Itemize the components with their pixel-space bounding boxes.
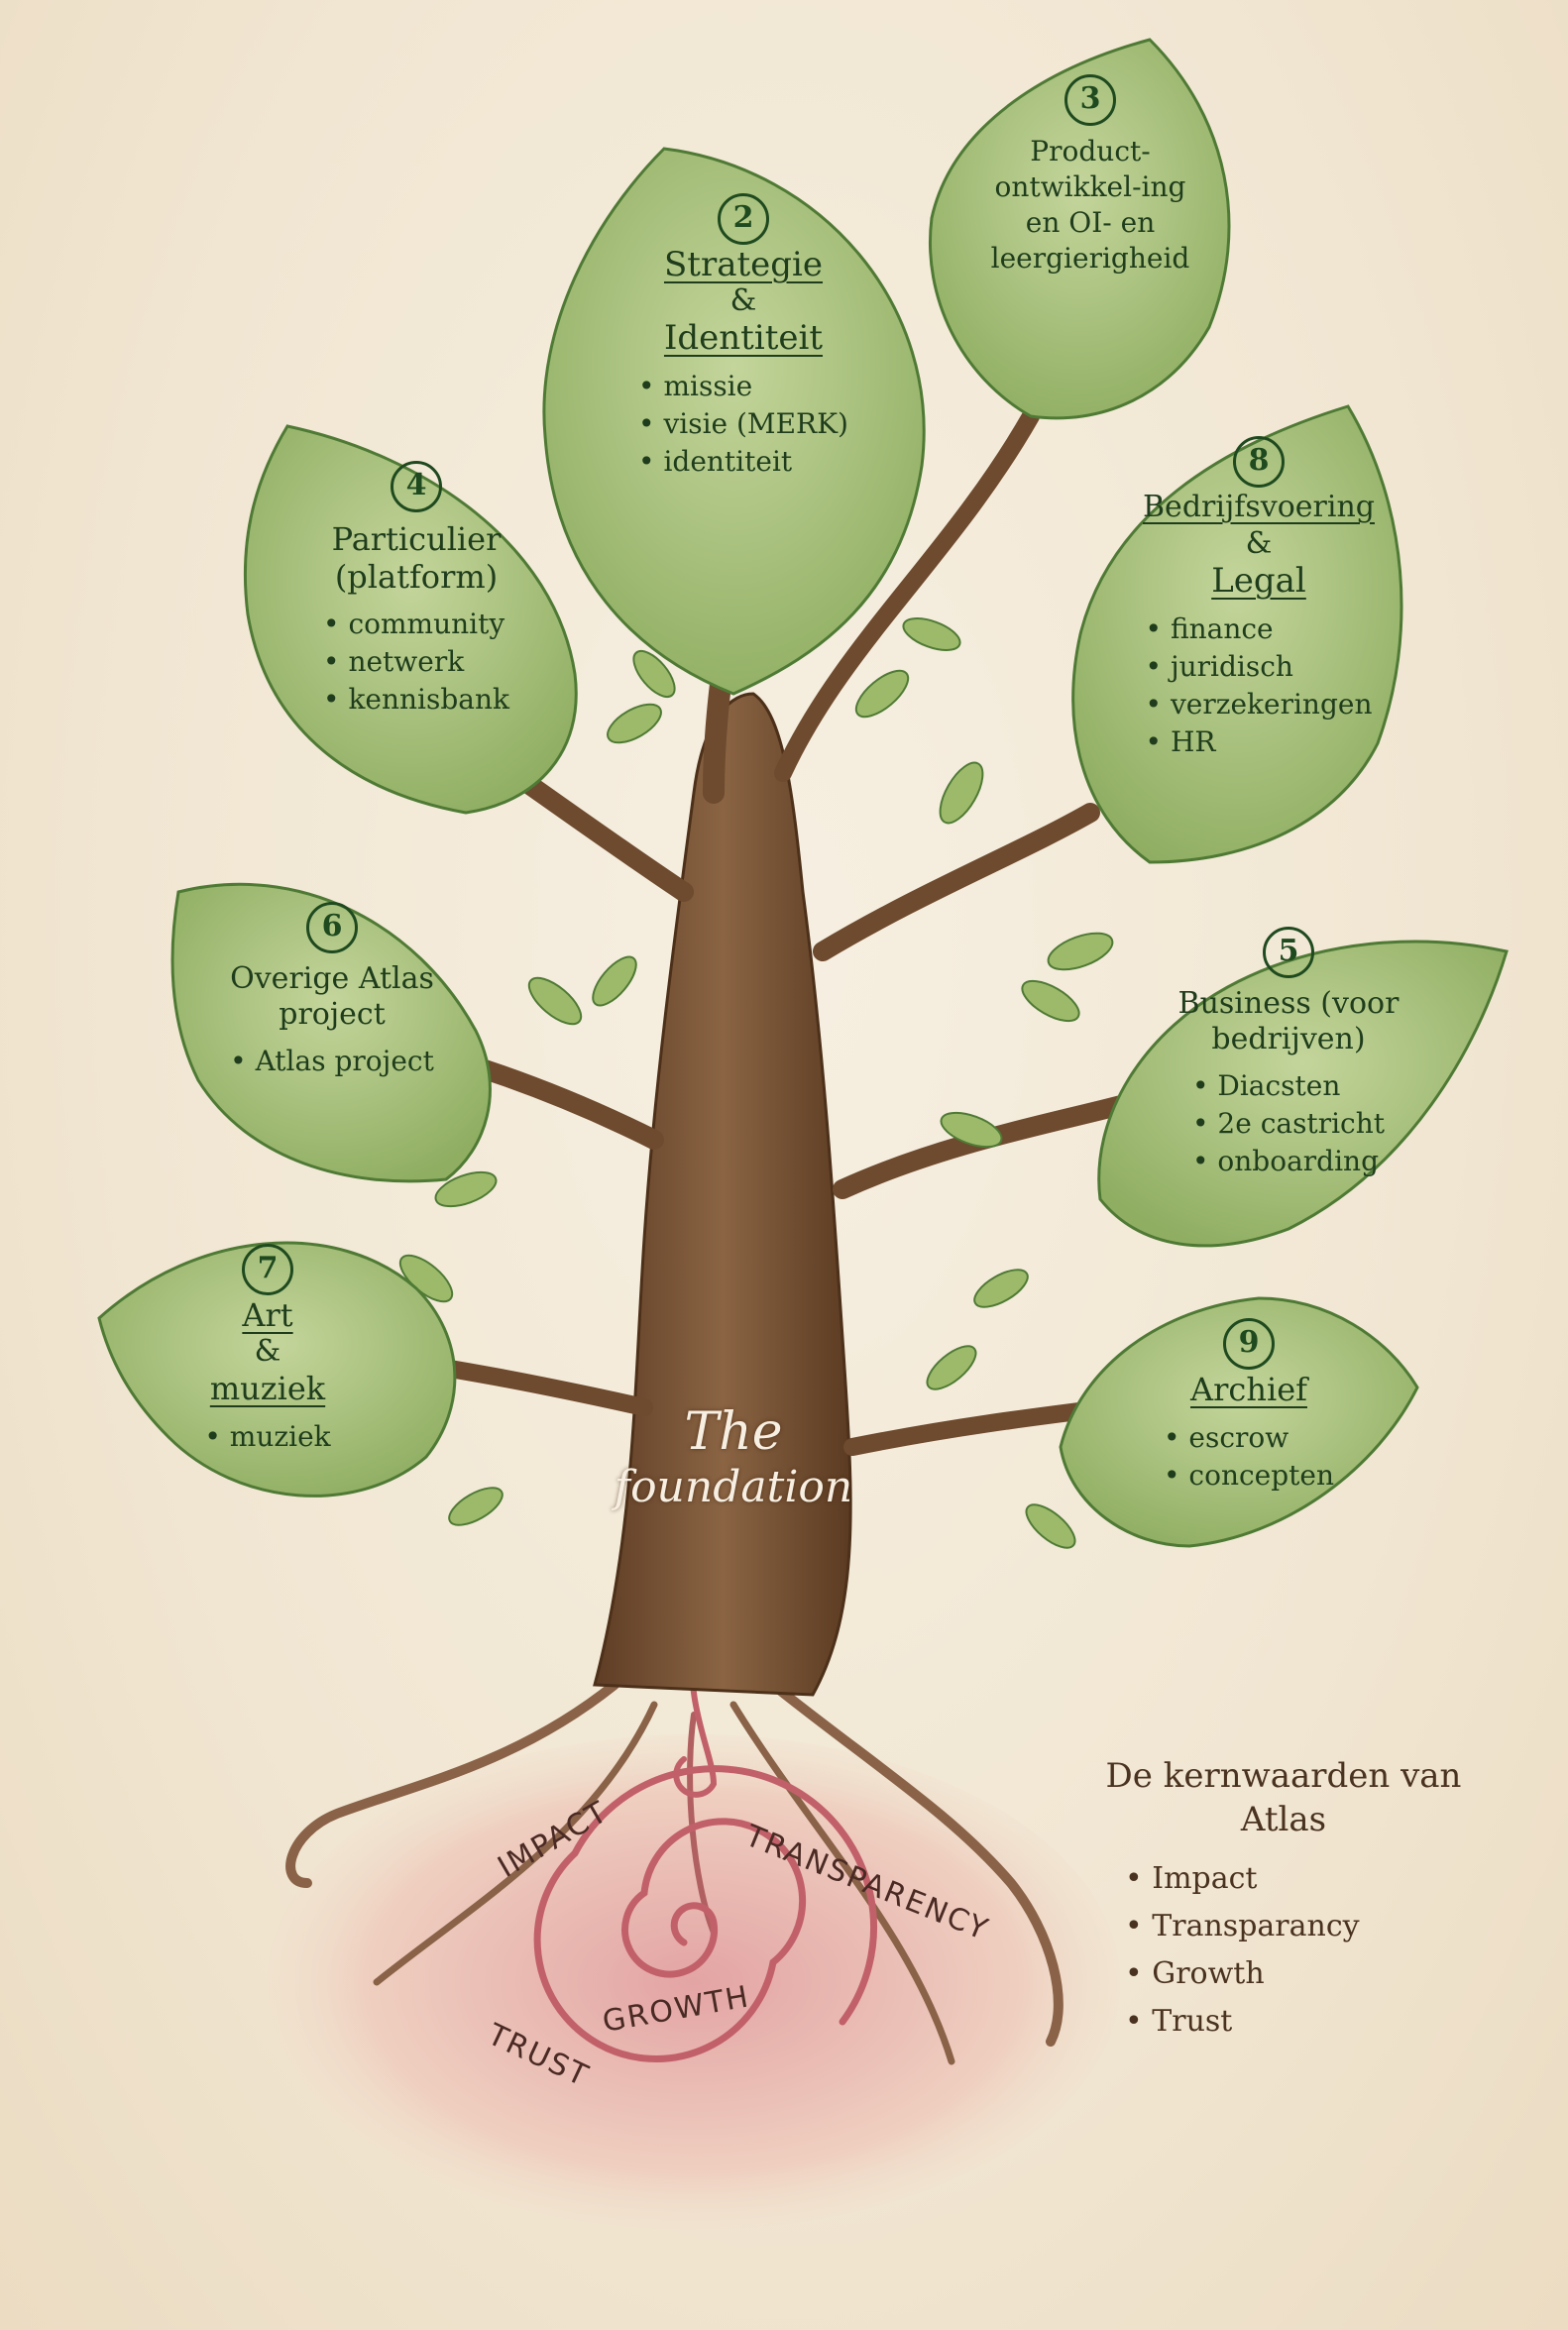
leaf-5-items: Diacsten 2e castricht onboarding xyxy=(1192,1067,1385,1180)
leaf-4-title: Particulier (platform) xyxy=(331,520,502,596)
small-leaves xyxy=(398,617,1114,1549)
trunk xyxy=(593,692,852,1697)
roots xyxy=(285,1680,1064,2065)
leaf-2-title2: Identiteit xyxy=(663,318,824,358)
leaf-3-number: 3 xyxy=(1064,74,1116,126)
leaf-5: 5 Business (voor bedrijven) Diacsten 2e … xyxy=(1140,927,1437,1180)
trunk-label-line2: foundation xyxy=(614,1462,853,1512)
leaf-2-item: identiteit xyxy=(638,443,848,481)
leaf-3-title: Product-ontwikkel-ing en OI- en leergier… xyxy=(990,135,1190,275)
root-spiral xyxy=(533,1632,878,2062)
leaf-9-number: 9 xyxy=(1223,1318,1275,1370)
leaf-5-title: Business (voor bedrijven) xyxy=(1177,986,1400,1056)
leaf-9-item: escrow xyxy=(1164,1419,1334,1457)
leaf-8-item: finance xyxy=(1146,610,1373,648)
core-value-item: Impact xyxy=(1125,1855,1472,1903)
leaf-2-number: 2 xyxy=(718,193,769,245)
leaf-2-item: visie (MERK) xyxy=(638,405,848,443)
leaf-8: 8 Bedrijfsvoering & Legal finance juridi… xyxy=(1120,436,1398,761)
leaf-8-items: finance juridisch verzekeringen HR xyxy=(1146,610,1373,761)
leaf-shape-3 xyxy=(929,38,1231,420)
leaf-4-item: netwerk xyxy=(323,643,509,681)
leaf-8-amp: & xyxy=(1245,526,1273,561)
leaf-9-title: Archief xyxy=(1190,1371,1307,1408)
leaf-2-title: Strategie xyxy=(663,245,824,284)
core-values-list: Impact Transparancy Growth Trust xyxy=(1125,1855,1472,2046)
leaf-5-item: onboarding xyxy=(1192,1143,1385,1180)
leaf-shape-7 xyxy=(97,1241,457,1498)
leaf-8-item: HR xyxy=(1146,723,1373,761)
leaf-7-amp: & xyxy=(254,1334,281,1369)
core-values: De kernwaarden van Atlas Impact Transpar… xyxy=(1095,1754,1472,2046)
leaf-shape-6 xyxy=(170,882,492,1183)
core-value-item: Growth xyxy=(1125,1950,1472,1998)
leaf-6: 6 Overige Atlas project Atlas project xyxy=(208,902,456,1080)
leaf-7: 7 Art & muziek muziek xyxy=(168,1244,367,1456)
core-values-heading: De kernwaarden van Atlas xyxy=(1105,1756,1462,1839)
leaf-2-items: missie visie (MERK) identiteit xyxy=(638,368,848,481)
leaf-2-amp: & xyxy=(729,283,757,318)
leaf-8-item: verzekeringen xyxy=(1146,686,1373,723)
root-glow xyxy=(268,1734,1120,2230)
trunk-label: The foundation xyxy=(595,1402,872,1513)
leaf-6-item: Atlas project xyxy=(230,1043,434,1080)
leaf-6-number: 6 xyxy=(306,902,358,953)
core-value-item: Trust xyxy=(1125,1998,1472,2046)
leaf-4-items: community netwerk kennisbank xyxy=(323,606,509,719)
leaf-4-item: kennisbank xyxy=(323,681,509,719)
leaf-7-number: 7 xyxy=(242,1244,293,1295)
leaf-9-items: escrow concepten xyxy=(1164,1419,1334,1495)
leaf-7-items: muziek xyxy=(204,1418,331,1456)
leaf-2-item: missie xyxy=(638,368,848,405)
trunk-label-line1: The xyxy=(684,1402,783,1462)
leaf-7-item: muziek xyxy=(204,1418,331,1456)
leaf-5-number: 5 xyxy=(1263,927,1314,978)
leaf-9-item: concepten xyxy=(1164,1457,1334,1495)
leaf-4: 4 Particulier (platform) community netwe… xyxy=(287,461,545,719)
leaf-4-item: community xyxy=(323,606,509,643)
leaf-8-title: Bedrijfsvoering xyxy=(1143,490,1375,524)
leaf-4-number: 4 xyxy=(391,461,442,512)
leaf-8-title2: Legal xyxy=(1211,561,1306,601)
leaf-6-title: Overige Atlas project xyxy=(230,961,434,1032)
leaf-8-number: 8 xyxy=(1233,436,1285,488)
leaf-8-item: juridisch xyxy=(1146,648,1373,686)
leaf-5-item: 2e castricht xyxy=(1192,1105,1385,1143)
core-value-item: Transparancy xyxy=(1125,1903,1472,1950)
leaf-3: 3 Product-ontwikkel-ing en OI- en leergi… xyxy=(981,74,1199,277)
leaf-5-item: Diacsten xyxy=(1192,1067,1385,1105)
leaf-6-items: Atlas project xyxy=(230,1043,434,1080)
leaf-7-title: Art xyxy=(242,1296,293,1334)
leaf-2: 2 Strategie & Identiteit missie visie (M… xyxy=(595,193,892,481)
leaf-9: 9 Archief escrow concepten xyxy=(1140,1318,1358,1495)
leaf-7-title2: muziek xyxy=(209,1370,326,1407)
